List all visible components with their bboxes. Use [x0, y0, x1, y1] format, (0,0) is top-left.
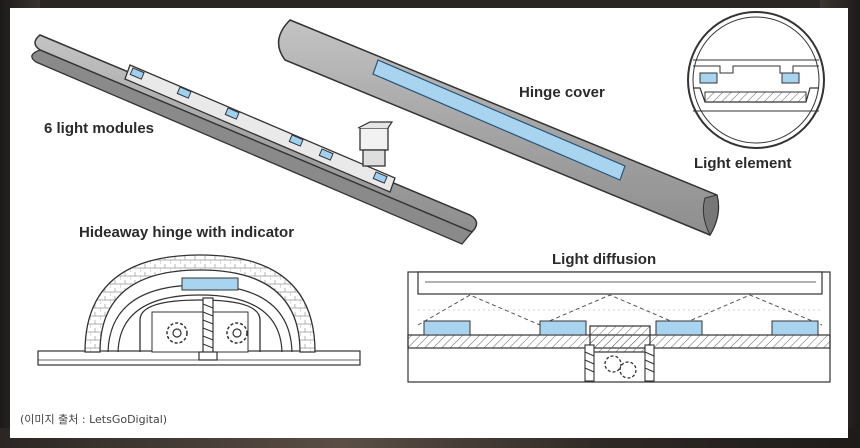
hideaway-hinge-drawing — [37, 254, 361, 366]
image-credit: (이미지 출처 : LetsGoDigital) — [20, 413, 168, 426]
label-hinge-cover: Hinge cover — [519, 84, 605, 101]
label-hideaway-hinge: Hideaway hinge with indicator — [79, 224, 295, 241]
hinge-clip — [357, 121, 394, 167]
label-light-element: Light element — [694, 155, 792, 172]
light-element-inset — [687, 11, 825, 149]
label-light-modules: 6 light modules — [44, 120, 155, 137]
gear-icon-right — [226, 322, 248, 344]
gear-icon-diffusion-2 — [619, 361, 637, 379]
screw-icon-right — [644, 344, 655, 382]
label-light-diffusion: Light diffusion — [552, 251, 657, 268]
light-modules-tube — [31, 34, 478, 245]
gear-icon-left — [166, 322, 188, 344]
gear-icon-diffusion-1 — [604, 355, 622, 373]
screw-icon-left — [584, 344, 595, 382]
light-diffusion-drawing — [407, 271, 831, 383]
hinge-cover-tube — [277, 19, 720, 237]
screw-icon — [198, 297, 218, 361]
